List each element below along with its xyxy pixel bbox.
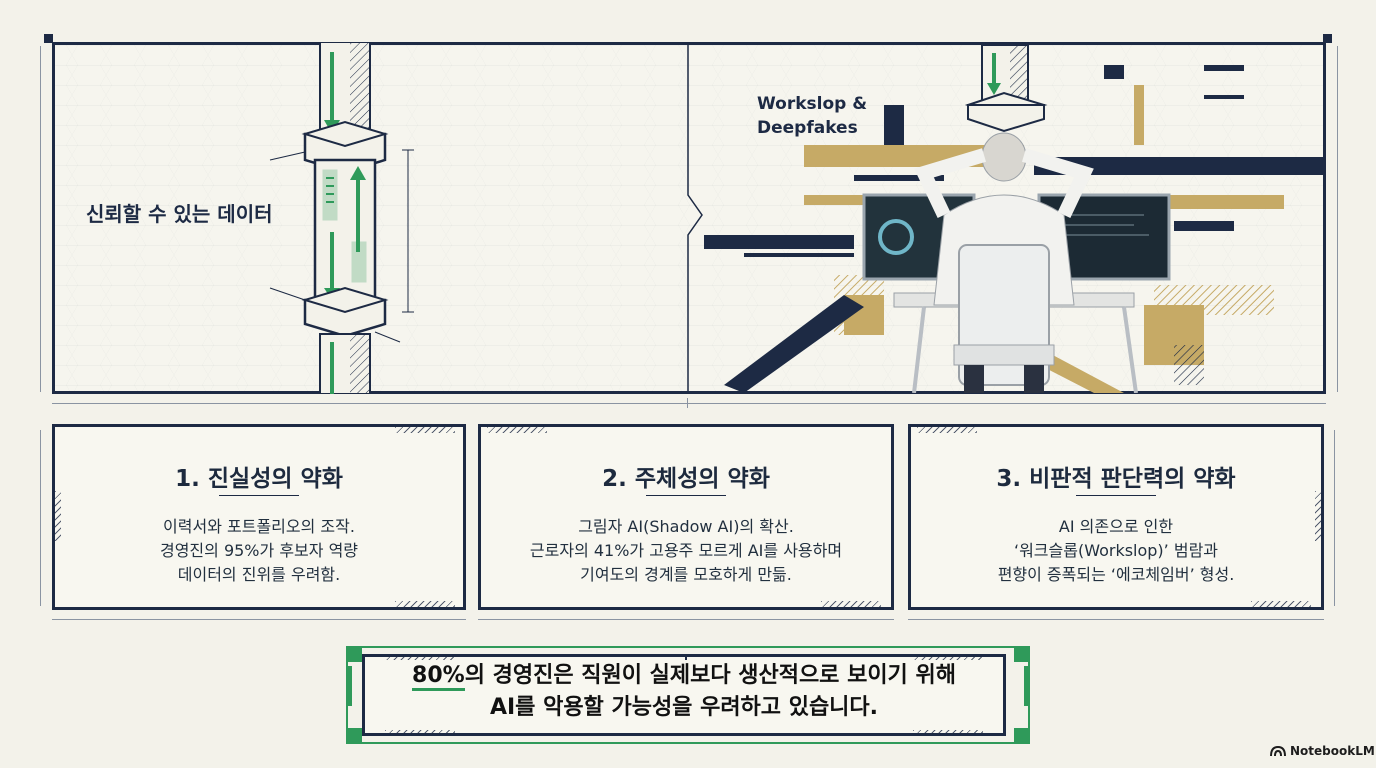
- card-text-line: 이력서와 포트폴리오의 조작.: [163, 517, 355, 536]
- dimension-line: [1337, 46, 1338, 392]
- dimension-line: [478, 619, 894, 620]
- card-text-line: 기여도의 경계를 모호하게 만듦.: [580, 565, 792, 584]
- banner-panel: [362, 654, 1006, 736]
- card-hatch: [1315, 491, 1321, 541]
- banner-hatch: [913, 730, 983, 736]
- notebooklm-logo-icon: [1270, 745, 1286, 757]
- card-divider: [1076, 495, 1156, 496]
- banner-accent: [346, 646, 362, 662]
- card-hatch: [917, 427, 977, 433]
- card-title: 2. 주체성의 약화: [602, 466, 770, 492]
- banner-hatch: [385, 654, 455, 660]
- card-text-line: 그림자 AI(Shadow AI)의 확산.: [578, 517, 794, 536]
- card-text-line: AI 의존으로 인한: [1058, 517, 1174, 536]
- hero-right-label-line1: Workslop &: [757, 94, 868, 114]
- banner-accent: [346, 728, 362, 744]
- card-hatch: [487, 427, 547, 433]
- brand-name: NotebookLM: [1290, 744, 1375, 758]
- card-divider: [219, 495, 299, 496]
- hero-right-label: Workslop & Deepfakes: [757, 92, 867, 140]
- card-text-line: 데이터의 진위를 우려함.: [177, 565, 341, 584]
- banner-hatch: [913, 654, 983, 660]
- banner-hatch: [385, 730, 455, 736]
- banner-accent: [1014, 646, 1030, 662]
- hero-right-label-line2: Deepfakes: [757, 118, 858, 138]
- dimension-tick: [687, 398, 688, 408]
- dimension-line: [908, 619, 1324, 620]
- hero-divider: [687, 45, 703, 393]
- dimension-line: [52, 619, 466, 620]
- dimension-line: [40, 430, 41, 606]
- card-hatch: [1251, 601, 1311, 607]
- card-hatch: [395, 427, 455, 433]
- card-critical-judgment: 3. 비판적 판단력의 약화 AI 의존으로 인한 ‘워크슬롭(Workslop…: [908, 424, 1324, 610]
- card-title: 1. 진실성의 약화: [175, 466, 343, 492]
- card-hatch: [55, 491, 61, 541]
- card-agency: 2. 주체성의 약화 그림자 AI(Shadow AI)의 확산. 근로자의 4…: [478, 424, 894, 610]
- banner-line1: 80%의 경영진은 직원이 실제보다 생산적으로 보이기 위해: [362, 660, 1006, 692]
- card-text-line: 편향이 증폭되는 ‘에코체임버’ 형성.: [997, 565, 1235, 584]
- card-hatch: [821, 601, 881, 607]
- dimension-line: [40, 46, 41, 392]
- banner-statement: 80%의 경영진은 직원이 실제보다 생산적으로 보이기 위해 AI를 악용할 …: [362, 660, 1006, 724]
- hero-left-label: 신뢰할 수 있는 데이터: [86, 202, 273, 226]
- frame-corner: [44, 34, 53, 43]
- banner-divider: [685, 654, 687, 660]
- card-title: 3. 비판적 판단력의 약화: [996, 466, 1236, 492]
- card-divider: [646, 495, 726, 496]
- frame-corner: [1323, 34, 1332, 43]
- dimension-line: [52, 403, 1326, 404]
- dimension-line: [1334, 430, 1335, 606]
- card-text-line: 근로자의 41%가 고용주 모르게 AI를 사용하며: [529, 541, 843, 560]
- workslop-illustration: [704, 45, 1324, 393]
- banner-line1-text: 의 경영진은 직원이 실제보다 생산적으로 보이기 위해: [464, 663, 956, 688]
- banner-highlight-stat: 80%: [412, 663, 465, 691]
- data-pillar-illustration: [269, 42, 414, 394]
- card-hatch: [395, 601, 455, 607]
- banner-accent: [1024, 666, 1030, 706]
- banner-accent: [346, 666, 352, 706]
- card-truthfulness: 1. 진실성의 약화 이력서와 포트폴리오의 조작. 경영진의 95%가 후보자…: [52, 424, 466, 610]
- banner-line2: AI를 악용할 가능성을 우려하고 있습니다.: [489, 695, 879, 720]
- card-text-line: 경영진의 95%가 후보자 역량: [159, 541, 359, 560]
- card-text-line: ‘워크슬롭(Workslop)’ 범람과: [1013, 541, 1219, 560]
- brand-watermark: NotebookLM: [1270, 744, 1375, 758]
- banner-accent: [1014, 728, 1030, 744]
